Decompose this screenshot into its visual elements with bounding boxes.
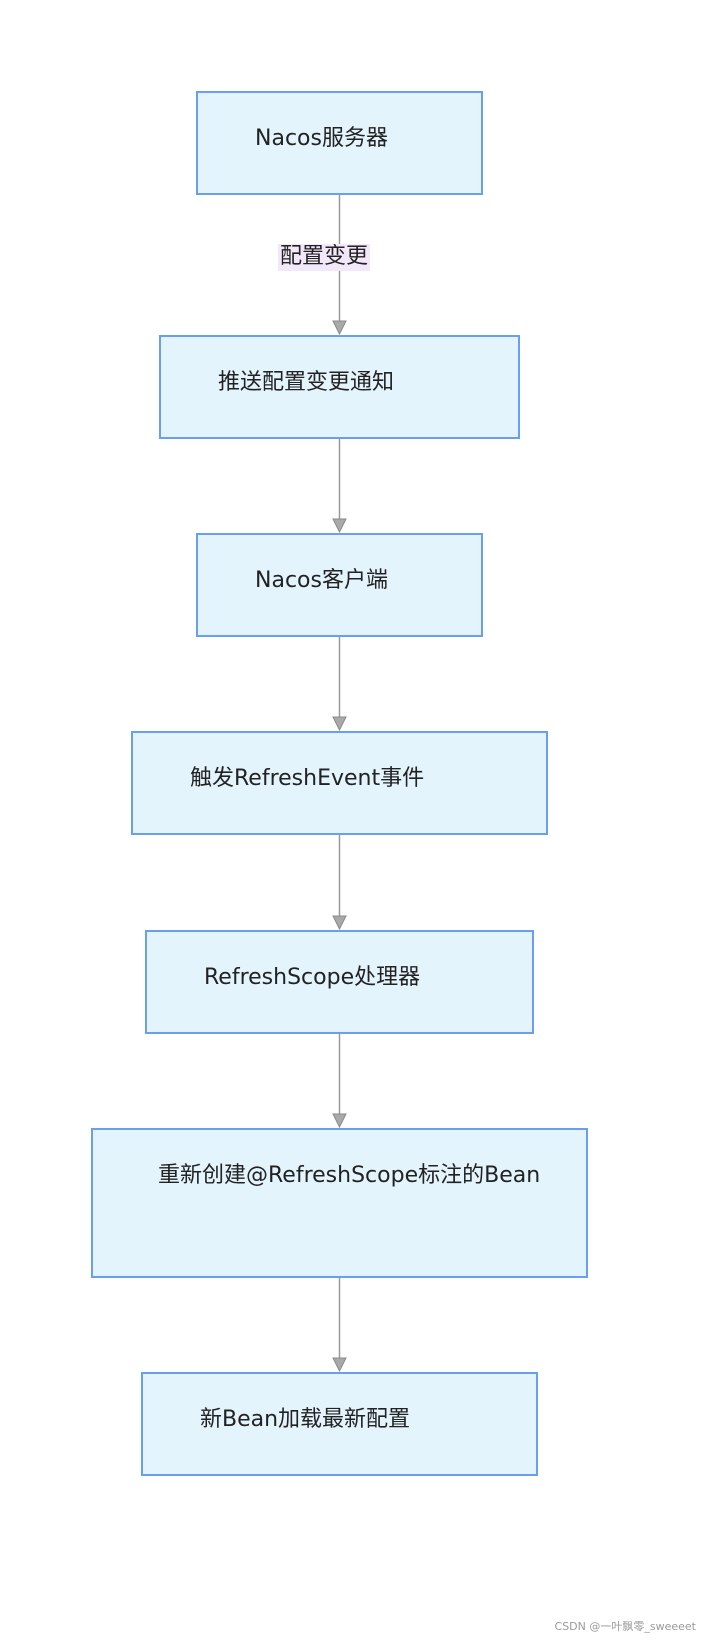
edge-arrowhead-refresh-scope-handler-to-recreate-bean	[332, 1113, 347, 1129]
node-label: RefreshScope处理器	[204, 965, 421, 990]
node-label: Nacos服务器	[255, 126, 388, 151]
node-label: Nacos客户端	[255, 568, 388, 593]
edge-arrowhead-nacos-server-to-push-notification	[332, 320, 347, 336]
edge-arrowhead-push-notification-to-nacos-client	[332, 518, 347, 534]
node-label: 触发RefreshEvent事件	[190, 766, 425, 791]
edge-arrowhead-recreate-bean-to-load-config	[332, 1357, 347, 1373]
watermark: CSDN @一叶飘零_sweeeet	[554, 1620, 696, 1633]
node-label: 新Bean加载最新配置	[200, 1407, 411, 1432]
node-label: 推送配置变更通知	[218, 370, 395, 395]
edge-label-config-change: 配置变更	[278, 244, 371, 271]
node-nacos-client: Nacos客户端	[196, 533, 483, 637]
edge-arrowhead-refresh-event-to-refresh-scope-handler	[332, 915, 347, 931]
node-refresh-event: 触发RefreshEvent事件	[131, 731, 548, 835]
edge-arrowhead-nacos-client-to-refresh-event	[332, 716, 347, 732]
node-load-config: 新Bean加载最新配置	[141, 1372, 538, 1476]
node-recreate-bean: 重新创建@RefreshScope标注的Bean	[91, 1128, 588, 1278]
node-label: 重新创建@RefreshScope标注的Bean	[158, 1163, 541, 1188]
node-push-notification: 推送配置变更通知	[159, 335, 520, 439]
node-nacos-server: Nacos服务器	[196, 91, 483, 195]
node-refresh-scope-handler: RefreshScope处理器	[145, 930, 534, 1034]
